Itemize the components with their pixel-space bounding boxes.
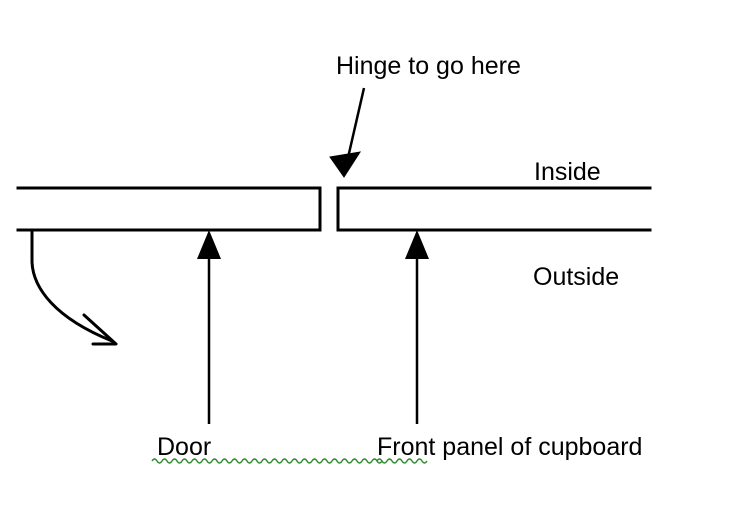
door-callout-arrowhead xyxy=(197,230,221,259)
hinge-label: Hinge to go here xyxy=(336,52,521,80)
spellcheck-squiggle xyxy=(151,458,428,464)
door-panel-outline xyxy=(16,186,322,232)
door-callout-arrow xyxy=(197,230,221,424)
door-swing-arc xyxy=(30,230,118,346)
outside-label: Outside xyxy=(533,263,620,291)
front-panel-outline xyxy=(336,186,652,232)
inside-label: Inside xyxy=(534,158,601,186)
door-label: Door xyxy=(157,433,212,461)
door-swing-arc-line xyxy=(30,230,114,343)
spellcheck-squiggle-left xyxy=(151,458,383,464)
front-panel-label: Front panel of cupboard xyxy=(377,433,643,461)
hinge-pointer-arrow xyxy=(329,87,366,178)
hinge-pointer-line xyxy=(345,87,366,163)
hinge-pointer-arrowhead xyxy=(329,151,362,178)
front-panel-shape xyxy=(336,186,652,232)
front-panel-callout-arrowhead xyxy=(405,230,429,259)
front-panel-callout-arrow xyxy=(405,230,429,424)
door-swing-arrowhead xyxy=(82,313,118,346)
door-panel-shape xyxy=(16,186,322,232)
spellcheck-squiggle-right xyxy=(376,458,428,464)
